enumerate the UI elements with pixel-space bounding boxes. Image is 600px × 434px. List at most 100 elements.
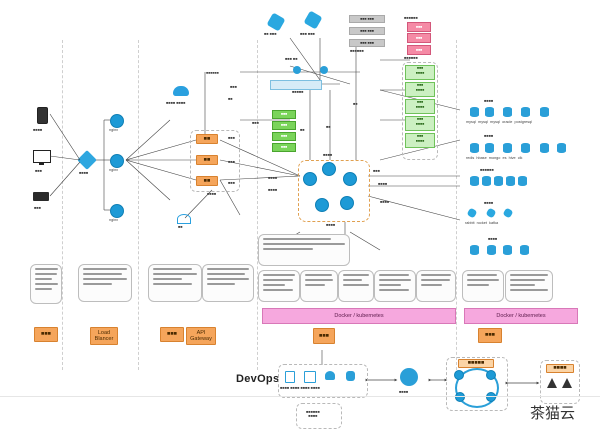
config-box: ■■■ ■■■ (349, 27, 385, 35)
flow-label: ■■■■ (378, 182, 388, 186)
monitor-icon (33, 150, 51, 163)
file-icon (520, 245, 529, 255)
green-module: ■■■■■■■ (405, 82, 435, 97)
load-balancer-icon (110, 154, 124, 168)
cicd-node-icon (454, 370, 464, 380)
note-box (30, 264, 62, 304)
db-group-label: ■■■■ (488, 237, 498, 241)
service-tier-box: ■■■ (313, 328, 335, 344)
storage-icon (518, 176, 527, 186)
phone-icon (37, 107, 48, 124)
client-label: ■■■■ (33, 128, 43, 132)
pink-service: ■■■ (407, 33, 431, 43)
note-box (462, 270, 504, 302)
cache-icon (557, 143, 566, 153)
green-service: ■■■ (272, 143, 296, 152)
db-label: redis hbase mongo es hive clk (466, 156, 523, 160)
column-header: ■■■■■■ (404, 16, 418, 20)
note-box (374, 270, 416, 302)
service-icon (340, 196, 354, 210)
db-label: mysql mysql mysql oracle postgresql (466, 120, 533, 124)
note-box (300, 270, 338, 302)
db-group-label: ■■■■ (484, 99, 494, 103)
load-balancer-box: Load Blancer (90, 327, 118, 345)
note-box (78, 264, 132, 302)
service-icon (322, 162, 336, 176)
registry-label: ■■■■ (546, 364, 574, 373)
service-mesh-frame (298, 160, 370, 222)
green-module: ■■■■■■■ (405, 65, 435, 80)
flow-label: ■■■ (373, 169, 380, 173)
flow-label: ■■ (353, 102, 358, 106)
gateway-label: ■■■ (228, 160, 235, 164)
note-box (258, 270, 300, 302)
note-box (258, 234, 350, 266)
docker-kubernetes-bar: Docker / kubernetes (464, 308, 578, 324)
bottom-note-text: ■■■■■■■■■■ (306, 410, 320, 418)
config-box: ■■■ ■■■ (349, 39, 385, 47)
green-service: ■■■ (272, 110, 296, 119)
column-caption: ■■■■■■ (404, 56, 418, 60)
gateway-tier-box: ■■■ (160, 327, 184, 342)
monitor-heart-icon (325, 371, 335, 380)
database-icon (540, 107, 549, 117)
cicd-frame (446, 357, 508, 411)
devops-tools-frame (278, 364, 368, 398)
column-separator (138, 40, 139, 370)
load-balancer-icon (110, 114, 124, 128)
green-service: ■■■ (272, 121, 296, 130)
database-icon (470, 107, 479, 117)
gateway-label: ■■■ (228, 181, 235, 185)
registry-frame (540, 360, 580, 404)
user-label: ■■ (178, 225, 183, 229)
gateway-node: ■■ (196, 155, 218, 165)
monitor-stand (39, 163, 44, 165)
column-separator (62, 40, 63, 370)
cicd-node-icon (455, 392, 465, 402)
file-icon (470, 245, 479, 255)
gateway-cluster-frame (190, 130, 240, 192)
cloud-label: ■■■■ ■■■■ (166, 101, 186, 105)
queue-label: rabbit rocket kafka (465, 221, 499, 225)
service-icon (303, 172, 317, 186)
flow-label: ■■■■ (380, 200, 390, 204)
column-separator (257, 40, 258, 370)
client-tier-box: ■■■ (34, 327, 58, 342)
registry-box (270, 80, 322, 90)
user-icon (177, 214, 191, 224)
kubernetes-icon (293, 66, 301, 74)
redirect-label: ■■■■■■ (206, 71, 219, 75)
file-icon (487, 245, 496, 255)
file-icon (503, 245, 512, 255)
storage-icon (470, 176, 479, 186)
side-label: ■■■ (252, 121, 259, 125)
flow-label: ■■■■ (268, 176, 278, 180)
cicd-node-icon (486, 370, 496, 380)
dns-label: ■■■■ (79, 171, 89, 175)
load-balancer-icon (110, 204, 124, 218)
lb-label: nginx (109, 218, 119, 222)
registry-icon (547, 378, 557, 388)
bottom-note (296, 403, 342, 429)
gateway-node: ■■ (196, 134, 218, 144)
kubernetes-icon (320, 66, 328, 74)
service-label: ■■ ■■■ (264, 32, 277, 36)
mesh-label: ■■■■ (323, 153, 333, 157)
storage-icon (494, 176, 503, 186)
flow-label: ■■■■ (268, 188, 278, 192)
note-box (338, 270, 374, 302)
cicd-label: ■■■■■ (458, 359, 494, 368)
gateway-cluster-label: ■■■■ (207, 192, 217, 196)
db-group-label: ■■■■ (484, 134, 494, 138)
green-group-frame (402, 62, 438, 160)
client-label: ■■■ (34, 206, 41, 210)
devops-title: DevOps (236, 373, 280, 385)
mesh-caption: ■■■■ (326, 223, 336, 227)
database-icon (503, 107, 512, 117)
column-separator (456, 40, 457, 370)
note-box (202, 264, 254, 302)
watermark-bar (0, 396, 600, 397)
pink-service: ■■■ (407, 45, 431, 55)
note-box (505, 270, 553, 302)
database-icon (485, 107, 494, 117)
